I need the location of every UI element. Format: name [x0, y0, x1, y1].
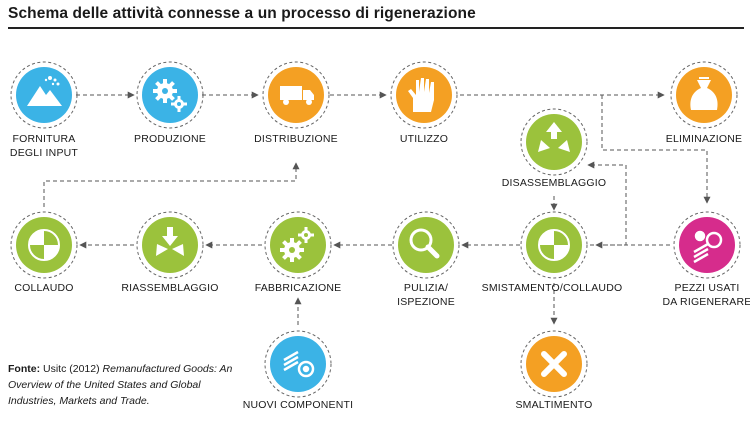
label-smaltimento: SMALTIMENTO: [515, 399, 592, 411]
node-collaudo: COLLAUDO: [10, 211, 78, 294]
mountain-icon: [27, 76, 62, 106]
node-fabbricazione: FABBRICAZIONE: [255, 211, 342, 294]
node-produzione: PRODUZIONE: [134, 61, 206, 145]
label-pulizia-1: PULIZIA/: [404, 282, 448, 294]
label-nuovi: NUOVI COMPONENTI: [243, 399, 354, 411]
truck-icon: [280, 86, 314, 105]
label-smistamento: SMISTAMENTO/COLLAUDO: [482, 282, 623, 294]
title-rule: [8, 27, 744, 29]
label-collaudo: COLLAUDO: [14, 282, 73, 294]
glove-icon: [408, 78, 434, 112]
parts-icon: [283, 350, 315, 378]
node-distribuzione: DISTRIBUZIONE: [254, 61, 338, 145]
label-produzione: PRODUZIONE: [134, 133, 206, 145]
source-title: Remanufactured Goods: An Overview of the…: [8, 363, 233, 407]
node-smistamento: SMISTAMENTO/COLLAUDO: [482, 211, 623, 294]
node-disassemblaggio: DISASSEMBLAGGIO: [502, 108, 607, 189]
gears-icon: [280, 227, 314, 262]
label-fornitura-2: DEGLI INPUT: [10, 147, 79, 159]
source-text: Usitc (2012): [43, 363, 100, 375]
parts-icon: [693, 230, 723, 264]
node-riassemblaggio: RIASSEMBLAGGIO: [121, 211, 218, 294]
node-eliminazione: ELIMINAZIONE: [666, 61, 743, 145]
node-smaltimento: SMALTIMENTO: [515, 330, 592, 411]
arrows-out-icon: [538, 122, 570, 152]
connector-collaudo-distribuzione: [43, 162, 300, 207]
connector-smistamento-disassemblaggio: [587, 161, 627, 246]
node-utilizzo: UTILIZZO: [390, 61, 458, 145]
node-fornitura: FORNITURA DEGLI INPUT: [10, 61, 79, 159]
target-icon: [28, 229, 60, 261]
arrows-in-icon: [156, 227, 184, 256]
label-distribuzione: DISTRIBUZIONE: [254, 133, 338, 145]
target-icon: [538, 229, 570, 261]
diagram-title: Schema delle attività connesse a un proc…: [8, 5, 476, 22]
label-disassemblaggio: DISASSEMBLAGGIO: [502, 177, 607, 189]
connector-utilizzo-pezzi: [601, 95, 711, 204]
label-utilizzo: UTILIZZO: [400, 133, 448, 145]
x-icon: [541, 351, 567, 377]
label-eliminazione: ELIMINAZIONE: [666, 133, 743, 145]
gears-icon: [153, 79, 187, 112]
magnifier-icon: [409, 228, 440, 259]
node-pezzi: PEZZI USATI DA RIGENERARE: [663, 211, 750, 308]
source-label: Fonte:: [8, 363, 41, 375]
connectors: [43, 91, 711, 325]
source-note: Fonte: Usitc (2012) Remanufactured Goods…: [8, 361, 248, 409]
label-pezzi-2: DA RIGENERARE: [663, 296, 750, 308]
node-pulizia: PULIZIA/ ISPEZIONE: [392, 211, 460, 308]
label-pulizia-2: ISPEZIONE: [397, 296, 455, 308]
label-fabbricazione: FABBRICAZIONE: [255, 282, 342, 294]
label-riassemblaggio: RIASSEMBLAGGIO: [121, 282, 218, 294]
node-nuovi: NUOVI COMPONENTI: [243, 330, 354, 411]
label-fornitura-1: FORNITURA: [12, 133, 75, 145]
label-pezzi-1: PEZZI USATI: [674, 282, 739, 294]
trash-bag-icon: [690, 77, 718, 110]
